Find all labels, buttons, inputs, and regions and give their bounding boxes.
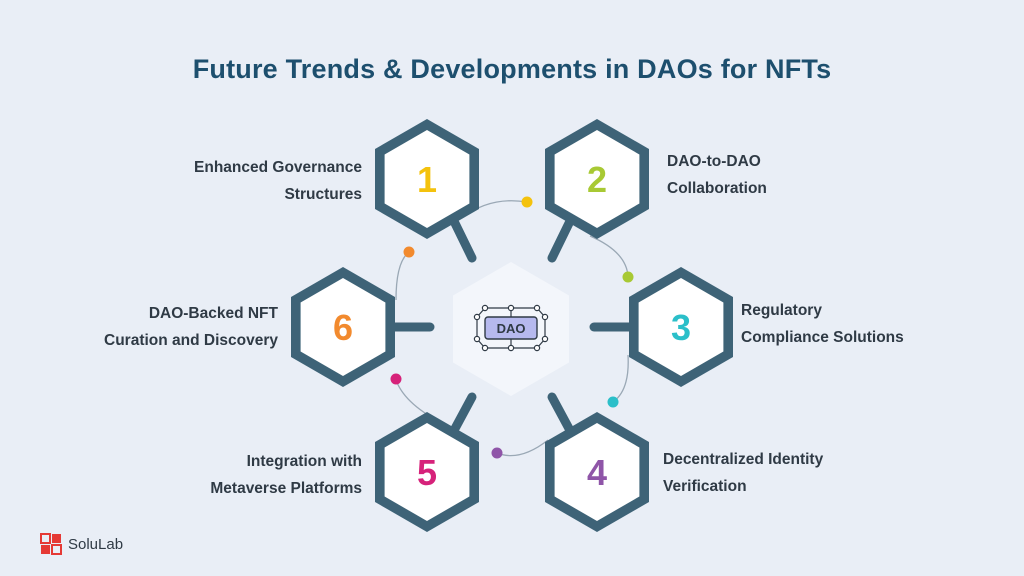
item-2-hexagon: 2 <box>545 119 649 239</box>
item-3-number: 3 <box>671 307 691 348</box>
hex-inner <box>638 278 724 376</box>
item-2-dot <box>622 271 634 283</box>
solulab-logo-icon <box>40 533 62 555</box>
item-6-number: 6 <box>333 307 353 348</box>
hex-inner <box>554 130 640 228</box>
item-4-hexagon: 4 <box>545 412 649 532</box>
item-1-number: 1 <box>417 159 437 200</box>
item-3-dot <box>607 396 619 408</box>
item-6-dot <box>403 246 415 258</box>
hex-inner <box>384 423 470 521</box>
item-2-number: 2 <box>587 159 607 200</box>
connector-line <box>395 251 410 301</box>
connector-line <box>496 439 549 457</box>
hex-inner <box>384 130 470 228</box>
brand-name: SoluLab <box>68 535 124 553</box>
item-1-dot <box>521 196 533 208</box>
item-6-hexagon: 6 <box>291 267 395 387</box>
item-3-hexagon: 3 <box>629 267 733 387</box>
item-4-dot <box>491 447 503 459</box>
item-5-dot <box>390 373 402 385</box>
connector-line <box>589 235 629 278</box>
center-hexagon: DAO <box>453 262 569 396</box>
item-5-number: 5 <box>417 452 437 493</box>
hex-inner <box>300 278 386 376</box>
connector-line <box>612 354 629 403</box>
item-1-hexagon: 1 <box>375 119 479 239</box>
dao-network-icon: DAO <box>473 304 549 352</box>
center-badge-text: DAO <box>497 321 526 336</box>
hex-inner <box>554 423 640 521</box>
item-4-number: 4 <box>587 452 607 493</box>
item-5-hexagon: 5 <box>375 412 479 532</box>
page-title: Future Trends & Developments in DAOs for… <box>192 54 832 84</box>
brand: SoluLab <box>40 532 123 556</box>
